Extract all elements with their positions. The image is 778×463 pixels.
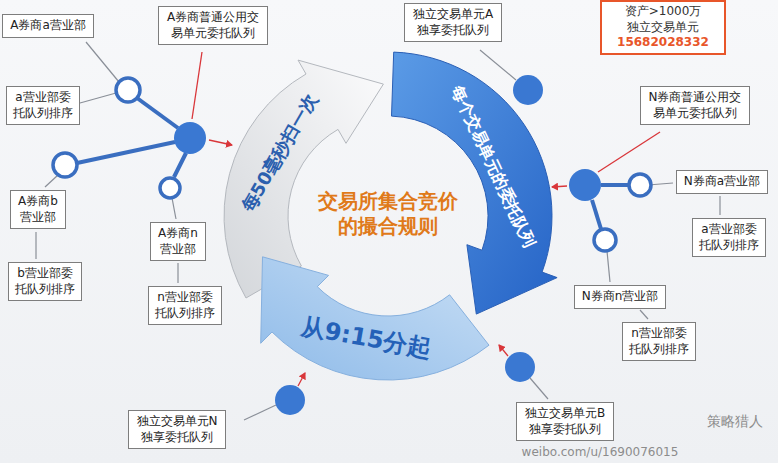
box-text: a营业部委托队列排序 [698,222,760,253]
text-box: a营业部委托队列排序 [6,86,80,125]
box-text: 独立交易单元 [607,20,719,36]
text-box: N券商a营业部 [676,170,768,194]
red-pointers [192,52,660,386]
leader-line [172,198,176,219]
ring-dot [594,229,616,251]
leader-line [480,50,516,80]
ring-dot [53,153,77,177]
dots [53,75,651,415]
ring-dot [160,178,180,198]
unit-dot [275,385,305,415]
cycle-arrow [224,60,383,298]
box-text: b营业部委托队列排序 [14,266,76,297]
box-text: 独立交易单元B独享委托队列 [522,406,608,437]
box-text: A券商n营业部 [156,226,200,257]
text-box: n营业部委托队列排序 [148,286,222,325]
leader-line [640,310,648,319]
box-text: A券商普通公用交易单元委托队列 [164,10,262,41]
box-text: A券商a营业部 [8,18,88,34]
text-box: b营业部委托队列排序 [8,262,82,301]
leader-line [177,263,178,283]
red-arrow [209,140,232,145]
watermark: weibo.com/u/1690076015 [522,445,679,460]
hub-link [174,153,186,177]
text-box: 独立交易单元A独享委托队列 [404,3,502,42]
red-leader [192,52,202,119]
unit-dot [513,75,543,105]
watermark: 策略猎人 [707,413,763,431]
text-box: n营业部委托队列排序 [622,322,696,361]
hub-dot [174,122,206,154]
hub-link [77,142,175,163]
center-title: 交易所集合竞价的撮合规则 [315,189,461,239]
box-text: 独立交易单元A独享委托队列 [410,7,496,38]
cycle-arrow [261,257,489,380]
leader-line [607,251,610,282]
red-leader [598,132,660,172]
box-text: A券商b营业部 [16,194,60,225]
box-text: 资产>1000万 [607,4,719,20]
text-box: A券商普通公用交易单元委托队列 [158,6,268,45]
cycle-arrows [224,52,557,380]
leader-lines [36,42,720,420]
text-box: A券商n营业部 [150,222,206,261]
hub-link [601,183,628,187]
leader-line [86,42,119,82]
hub-link [137,98,178,128]
leader-line [530,378,548,399]
text-box: A券商b营业部 [10,190,66,229]
leader-line [45,175,58,187]
leader-line [80,93,116,103]
text-box: a营业部委托队列排序 [692,218,766,257]
box-text: 15682028332 [607,35,719,51]
box-text: 独立交易单元N独享委托队列 [134,414,220,445]
hub-dot [569,169,601,201]
hub-links [77,98,186,177]
box-text: n营业部委托队列排序 [628,326,690,357]
box-text: N券商普通公用交易单元委托队列 [646,90,744,121]
red-arrow [499,345,508,356]
cycle-arrow [392,52,558,314]
red-arrow [552,186,567,187]
ring-dot [629,174,651,196]
info-box: 资产>1000万独立交易单元15682028332 [600,0,726,55]
leader-line [244,405,276,420]
red-arrow [298,373,305,386]
ring-dot [116,78,140,102]
text-box: N券商普通公用交易单元委托队列 [640,86,750,125]
box-text: N券商n营业部 [580,289,660,305]
unit-dot [505,352,535,382]
leader-line [719,196,720,215]
box-text: N券商a营业部 [682,174,762,190]
text-box: 独立交易单元N独享委托队列 [128,410,226,449]
text-box: A券商a营业部 [2,14,94,38]
text-box: N券商n营业部 [574,285,666,309]
leader-line [35,232,36,259]
hub-link [592,200,601,229]
box-text: n营业部委托队列排序 [154,290,216,321]
text-box: 独立交易单元B独享委托队列 [516,402,614,441]
box-text: a营业部委托队列排序 [12,90,74,121]
